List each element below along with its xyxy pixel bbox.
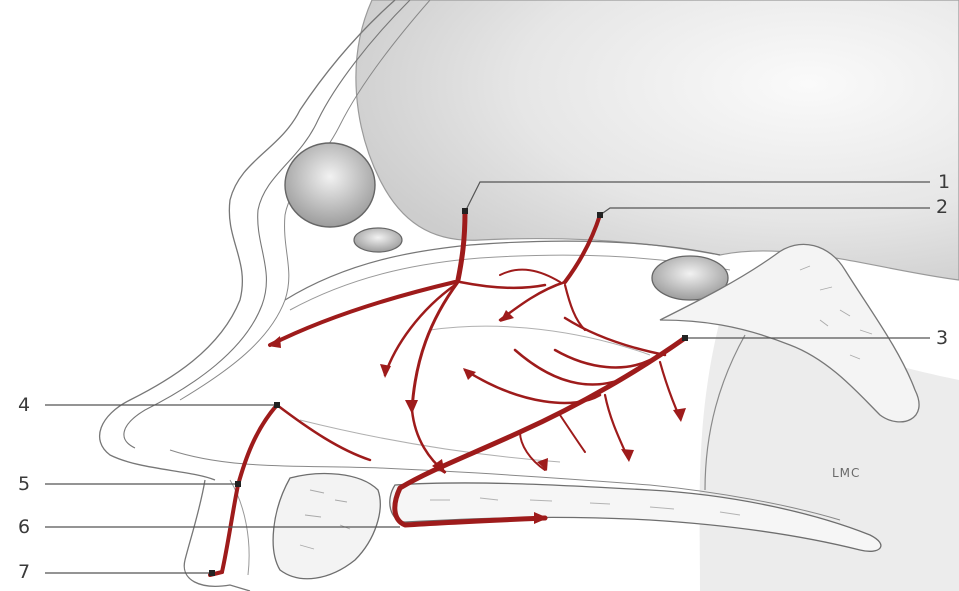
superior-labial-artery	[222, 405, 277, 572]
label-1: 1	[938, 173, 950, 192]
label-2: 2	[936, 198, 948, 217]
label-5: 5	[18, 475, 30, 494]
label-4: 4	[18, 396, 30, 415]
label-7: 7	[18, 563, 30, 582]
frontal-sinus	[285, 143, 375, 227]
premaxilla	[273, 474, 380, 579]
ethmoid-cell	[354, 228, 402, 252]
cranial-cavity	[356, 0, 959, 280]
label-6: 6	[18, 518, 30, 537]
label-3: 3	[936, 329, 948, 348]
nasal-bone-outer	[100, 0, 395, 480]
region-tag: LMC	[832, 467, 860, 479]
